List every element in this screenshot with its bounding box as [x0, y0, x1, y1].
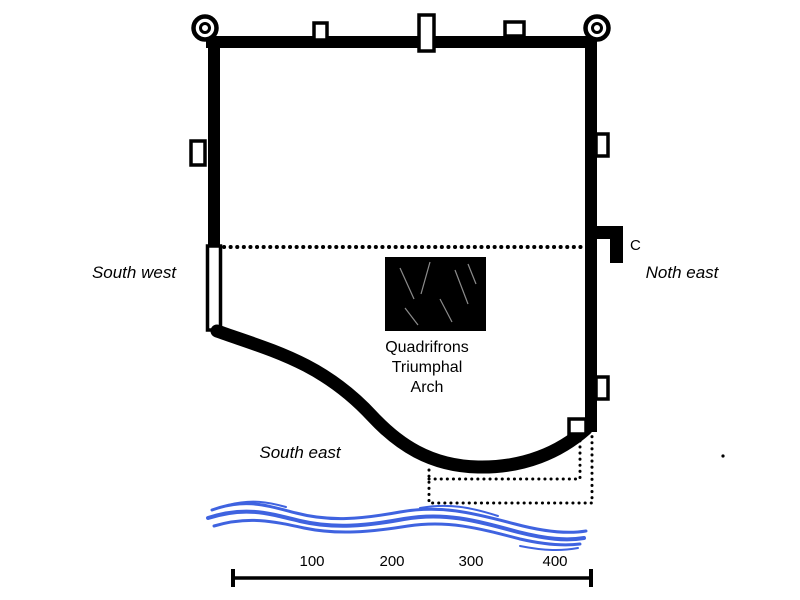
dotted-annex — [427, 429, 594, 505]
tower-west — [189, 139, 207, 167]
structure-c — [591, 226, 623, 263]
label-south-east: South east — [259, 443, 342, 462]
tower-north-gate — [417, 13, 436, 53]
scale-label-200: 200 — [379, 553, 404, 570]
stray-mark — [721, 454, 725, 458]
river-line — [210, 502, 588, 534]
river-line — [212, 518, 582, 547]
scale-label-100: 100 — [299, 553, 324, 570]
wall-south-curve — [210, 324, 593, 474]
southeast-corner-box — [567, 417, 588, 436]
wall-towers — [189, 13, 610, 401]
label-point-c: C — [630, 237, 641, 254]
tower-north-2 — [503, 20, 526, 38]
tower-core-icon — [591, 22, 603, 34]
tower-east-2 — [594, 375, 610, 401]
label-south-west: South west — [92, 263, 177, 282]
river-line — [419, 504, 499, 517]
tower-core-icon — [199, 22, 211, 34]
label-north-east: Noth east — [646, 263, 720, 282]
west-gate — [205, 244, 223, 332]
arch-caption: Quadrifrons Triumphal Arch — [385, 339, 469, 396]
scale-label-400: 400 — [542, 553, 567, 570]
river-line — [519, 545, 579, 552]
scale-label-300: 300 — [458, 553, 483, 570]
quadrifrons-arch-block — [385, 257, 486, 331]
tower-east-1 — [594, 132, 610, 158]
corner-tower-northeast — [583, 14, 611, 42]
scale-bar: 100 200 300 400 — [231, 553, 593, 587]
arch-caption-line3: Arch — [411, 379, 444, 396]
corner-tower-northwest — [191, 14, 219, 42]
arch-caption-line1: Quadrifrons — [385, 339, 469, 356]
arch-caption-line2: Triumphal — [392, 359, 463, 376]
river-line — [206, 509, 586, 542]
tower-north-1 — [312, 21, 329, 42]
river-line — [227, 500, 287, 508]
annex-outer — [427, 429, 594, 505]
arch-footprint — [385, 257, 486, 331]
arch-texture — [399, 261, 477, 326]
river — [206, 500, 588, 552]
annex-inner — [427, 431, 582, 481]
